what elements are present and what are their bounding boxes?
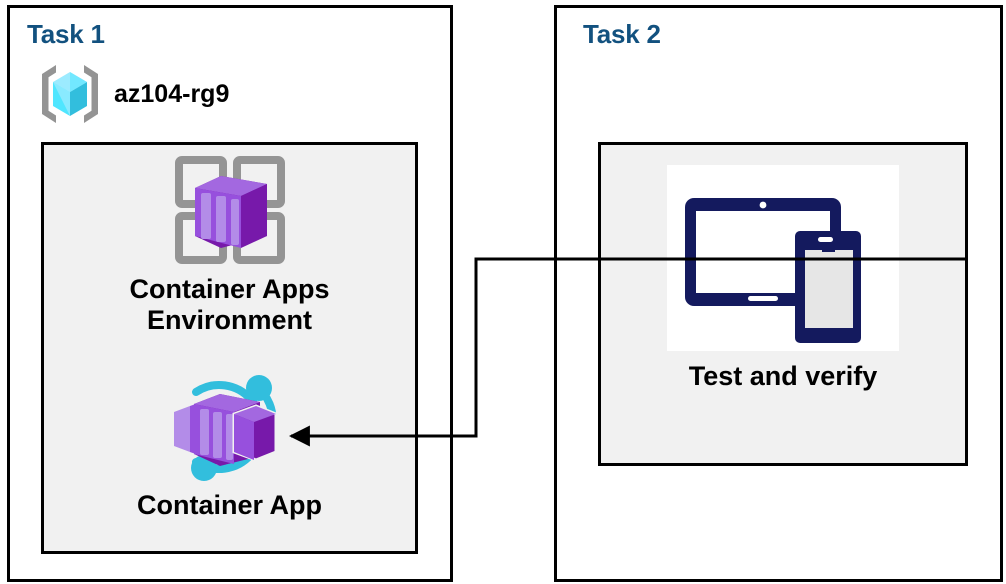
container-apps-environment-icon <box>167 150 293 270</box>
container-app-label: Container App <box>137 490 322 520</box>
node-test-and-verify: Test and verify <box>598 165 968 392</box>
node-container-app: Container App <box>41 368 418 521</box>
resource-group-row: az104-rg9 <box>36 63 229 125</box>
container-apps-environment-label: Container Apps Environment <box>129 274 330 335</box>
node-container-apps-environment: Container Apps Environment <box>41 150 418 336</box>
task-1-title: Task 1 <box>27 19 105 49</box>
resource-group-label: az104-rg9 <box>114 79 230 108</box>
resource-group-icon <box>36 63 104 125</box>
task-2-title: Task 2 <box>583 19 661 49</box>
devices-icon <box>667 165 899 351</box>
test-and-verify-label: Test and verify <box>688 361 878 391</box>
container-app-icon <box>160 368 300 486</box>
